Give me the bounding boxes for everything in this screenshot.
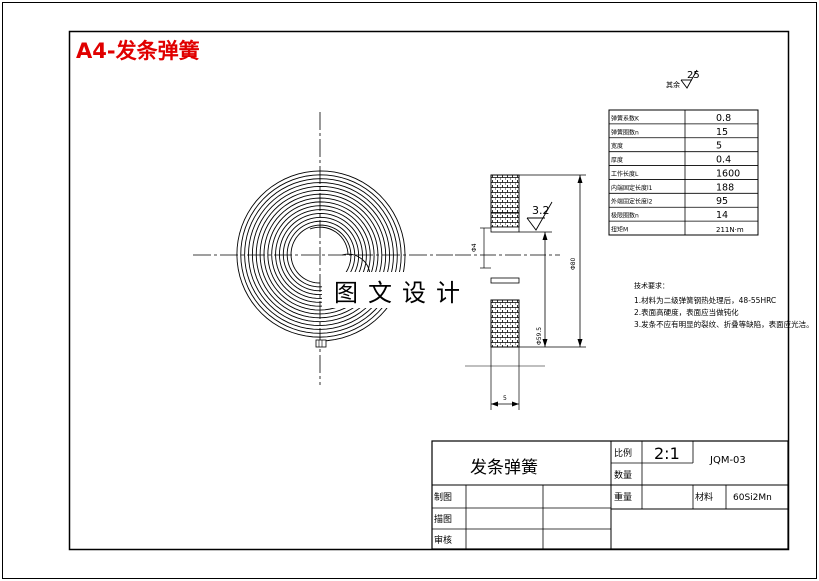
drawing-title: A4-发条弹簧 — [76, 39, 200, 63]
spec-table: 弹簧系数K 0.8 弹簧圈数n 15 宽度 5 厚度 0.4 工作长度L 1600 内端固定长度l1… — [608, 109, 759, 236]
scale-value: 2:1 — [654, 444, 680, 463]
traced-label: 描图 — [434, 513, 452, 525]
spec-row-label: 极限圈数n — [611, 212, 639, 220]
spec-row-label: 弹簧圈数n — [611, 128, 639, 136]
watermark: 图文设计 — [322, 272, 482, 308]
weight-label: 重量 — [614, 491, 632, 503]
spec-row-label: 弹簧系数K — [611, 114, 640, 122]
spec-row-value: 0.4 — [716, 155, 731, 166]
spec-row-value: 15 — [716, 127, 728, 138]
roughness-value: 25 — [687, 70, 700, 81]
dim-width: 5 — [503, 395, 507, 402]
tech-note-3: 3.发条不应有明显的裂纹、折叠等缺陷，表面应光洁。 — [634, 319, 814, 329]
spec-row-value: 211N·m — [716, 226, 744, 234]
section-lower-coils — [490, 299, 520, 348]
spec-row-label: 工作长度L — [611, 170, 639, 178]
section-upper-coils — [490, 174, 520, 228]
section-roughness: 3.2 — [532, 204, 550, 217]
section-view: Φ4 3.2 Φ80 Φ59.5 5 — [455, 174, 586, 410]
material-value: 60Si2Mn — [733, 493, 772, 503]
spec-row-label: 内端固定长度l1 — [611, 184, 653, 192]
spiral-coils — [236, 170, 406, 342]
spec-row-label: 扭矩M — [611, 226, 628, 234]
spiral-spring-view — [193, 112, 453, 385]
spec-row-label: 外端固定长度l2 — [611, 198, 653, 206]
drawing-number: JQM-03 — [709, 455, 746, 466]
inner-frame — [68, 30, 790, 551]
spec-row-value: 188 — [716, 182, 734, 193]
dim-inner: Φ59.5 — [536, 327, 543, 345]
scale-label: 比例 — [614, 447, 632, 459]
part-name: 发条弹簧 — [470, 458, 538, 478]
checked-label: 审核 — [434, 534, 452, 546]
roughness-symbol: 其余 25 — [666, 69, 700, 89]
roughness-prefix: 其余 — [666, 80, 680, 89]
spec-row-label: 宽度 — [611, 142, 623, 150]
spec-row-value: 95 — [716, 196, 728, 207]
tech-note-2: 2.表面高硬度，表面应当做钝化 — [634, 307, 739, 317]
spec-row-label: 厚度 — [611, 156, 623, 164]
spec-row-value: 0.8 — [716, 113, 731, 124]
tech-notes: 技术要求： 1.材料为二级弹簧钢热处理后，48-55HRC 2.表面高硬度，表面… — [634, 281, 814, 329]
watermark-text: 图文设计 — [334, 278, 470, 307]
spec-row-value: 14 — [716, 210, 728, 221]
quantity-label: 数量 — [614, 469, 632, 481]
dim-outer: Φ80 — [570, 257, 577, 270]
drawn-label: 制图 — [434, 491, 452, 503]
spec-row-value: 5 — [716, 141, 722, 152]
material-label: 材料 — [695, 491, 713, 503]
spec-row-value: 1600 — [716, 168, 740, 179]
dim-bore: Φ4 — [471, 243, 478, 252]
tech-note-1: 1.材料为二级弹簧钢热处理后，48-55HRC — [634, 295, 776, 305]
title-block: 发条弹簧 比例 2:1 JQM-03 数量 重量 材料 60Si2Mn 制图 描… — [431, 440, 789, 550]
tech-notes-title: 技术要求： — [634, 281, 669, 290]
